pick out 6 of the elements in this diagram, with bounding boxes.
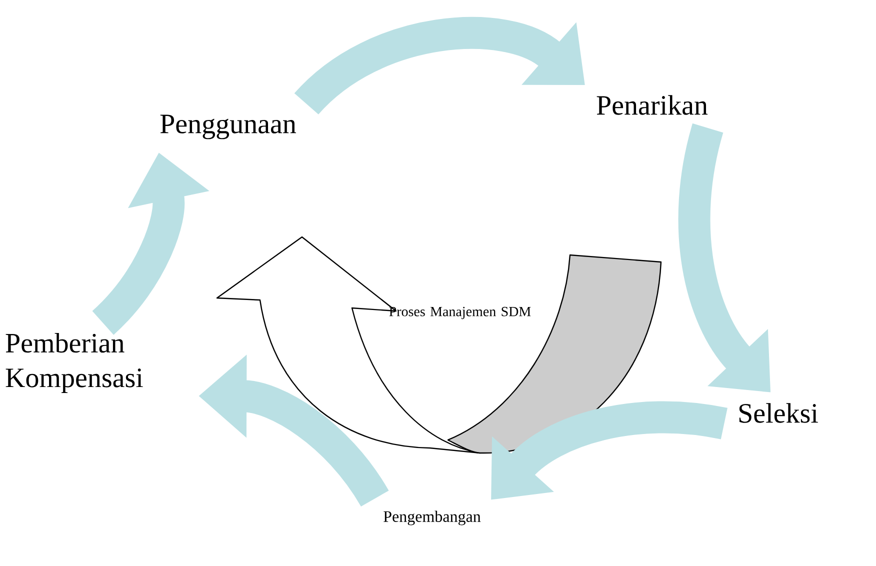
step-label: Pengembangan [384, 510, 481, 526]
step-label: Penggunaan [160, 114, 296, 140]
center-caption: Proses Manajemen SDM [389, 306, 531, 320]
step-label: Seleksi [739, 403, 818, 423]
step-label: Pemberian Kompensasi [6, 332, 143, 394]
step-label: Penarikan [596, 95, 708, 115]
